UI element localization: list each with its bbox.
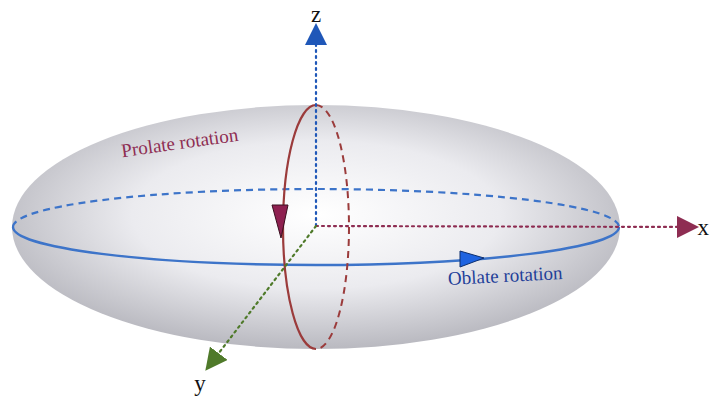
axis-label: x [698, 215, 710, 240]
prolate-ring-front [283, 105, 316, 349]
axis-label: z [311, 2, 321, 27]
x-axis [316, 226, 688, 227]
prolate-ring-back [316, 105, 349, 349]
oblate-arrow [460, 251, 484, 267]
z-axis [315, 34, 317, 226]
y-axis [212, 226, 316, 362]
prolate-arrow [272, 205, 288, 238]
equator-front [13, 227, 619, 265]
axis-label: y [194, 371, 206, 396]
